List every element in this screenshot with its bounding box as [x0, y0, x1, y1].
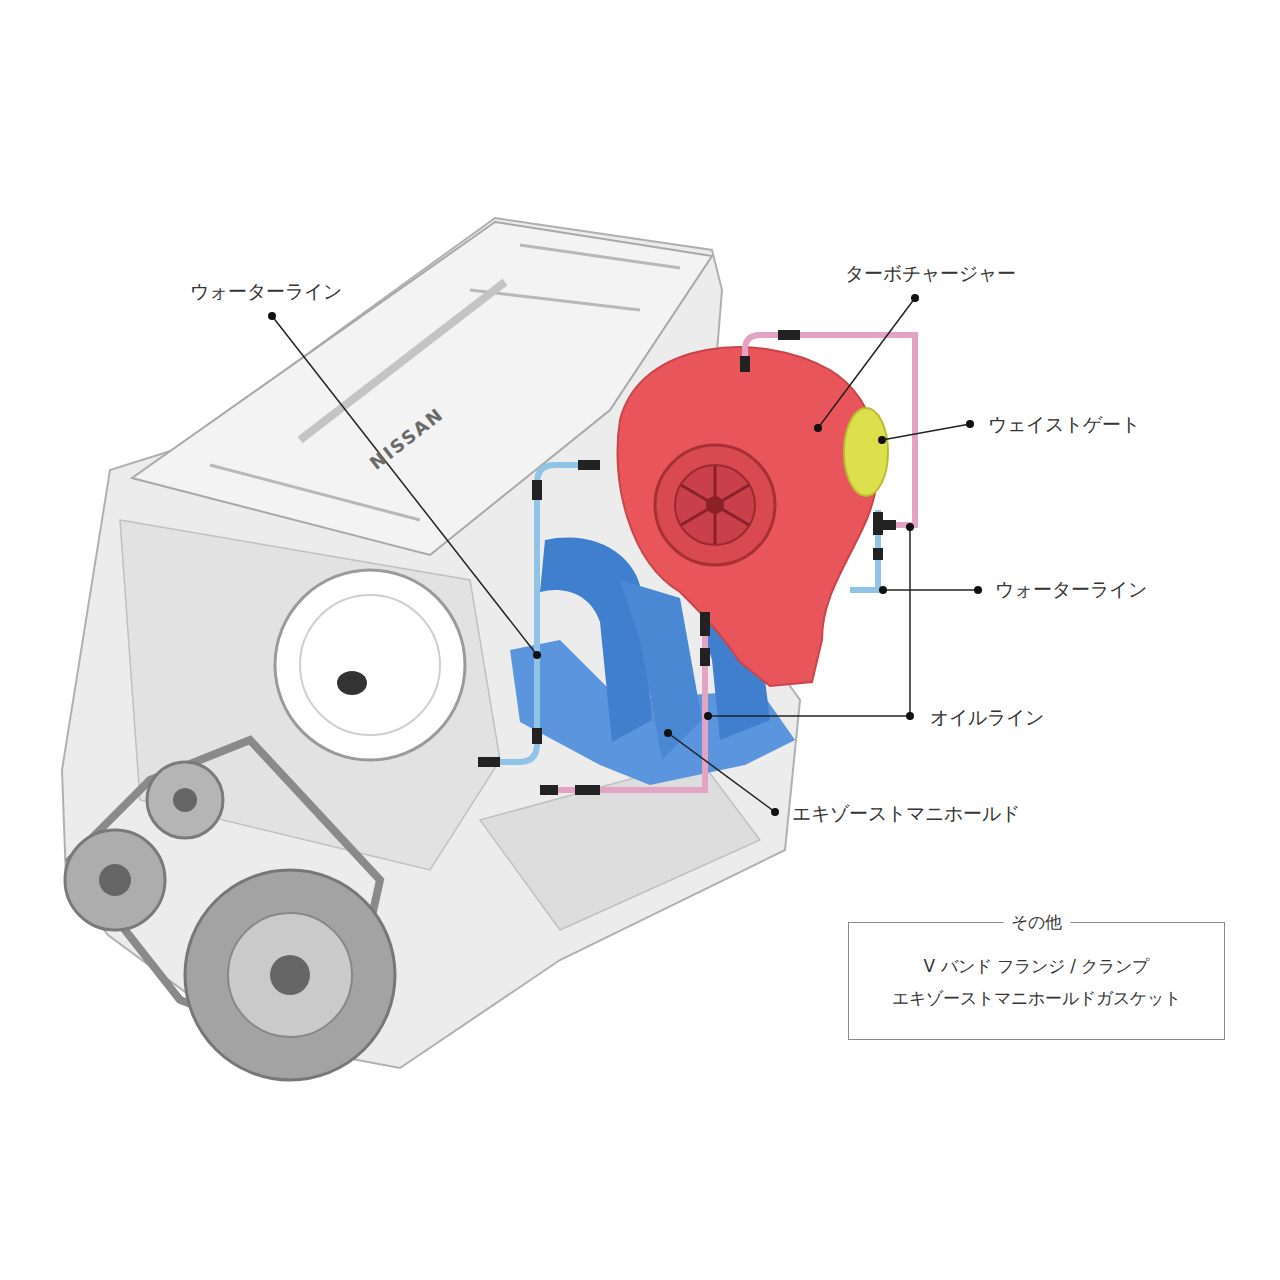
callout-label: ウェイストゲート [988, 413, 1140, 436]
callout-label: オイルライン [930, 706, 1044, 729]
timing-hub [337, 671, 367, 695]
crank-pulley [185, 870, 395, 1080]
engine-brand-text: NISSAN [366, 403, 448, 474]
oil-line [745, 335, 915, 525]
cam-cover-ridge [300, 282, 505, 440]
block-shading [120, 520, 500, 870]
compressor-wheel [675, 465, 755, 545]
compressor-inlet [655, 445, 775, 565]
hose-fittings [478, 335, 896, 790]
notes-box: その他V バンド フランジ / クランプエキゾーストマニホールドガスケット [848, 922, 1225, 1040]
idler-pulley [173, 788, 197, 812]
callout-label: ウォーターライン [190, 280, 342, 303]
water-line [478, 465, 598, 762]
leader-lines [268, 294, 982, 816]
turbo-housing [618, 347, 879, 686]
box-item: エキゾーストマニホールドガスケット [863, 987, 1210, 1009]
callout-label: ターボチャージャー [845, 262, 1016, 285]
timing-cover [300, 595, 440, 735]
compressor-blades [681, 466, 749, 544]
wastegate-actuator [844, 408, 888, 496]
crank-pulley [270, 955, 310, 995]
callout-label: エキゾーストマニホールド [792, 802, 1020, 825]
box-heading: その他 [1003, 911, 1070, 933]
crank-pulley [228, 913, 352, 1037]
alternator-pulley [65, 830, 165, 930]
callout-label: ウォーターライン [995, 578, 1147, 601]
alternator-pulley [99, 864, 131, 896]
box-item: V バンド フランジ / クランプ [863, 955, 1210, 977]
exhaust-manifold [540, 537, 652, 742]
timing-cover [275, 570, 465, 760]
block-shading [480, 760, 760, 930]
idler-pulley [147, 762, 223, 838]
oil-line [540, 612, 705, 790]
compressor-hub [706, 496, 724, 514]
engine-block [62, 218, 800, 1068]
exhaust-manifold [620, 580, 702, 760]
